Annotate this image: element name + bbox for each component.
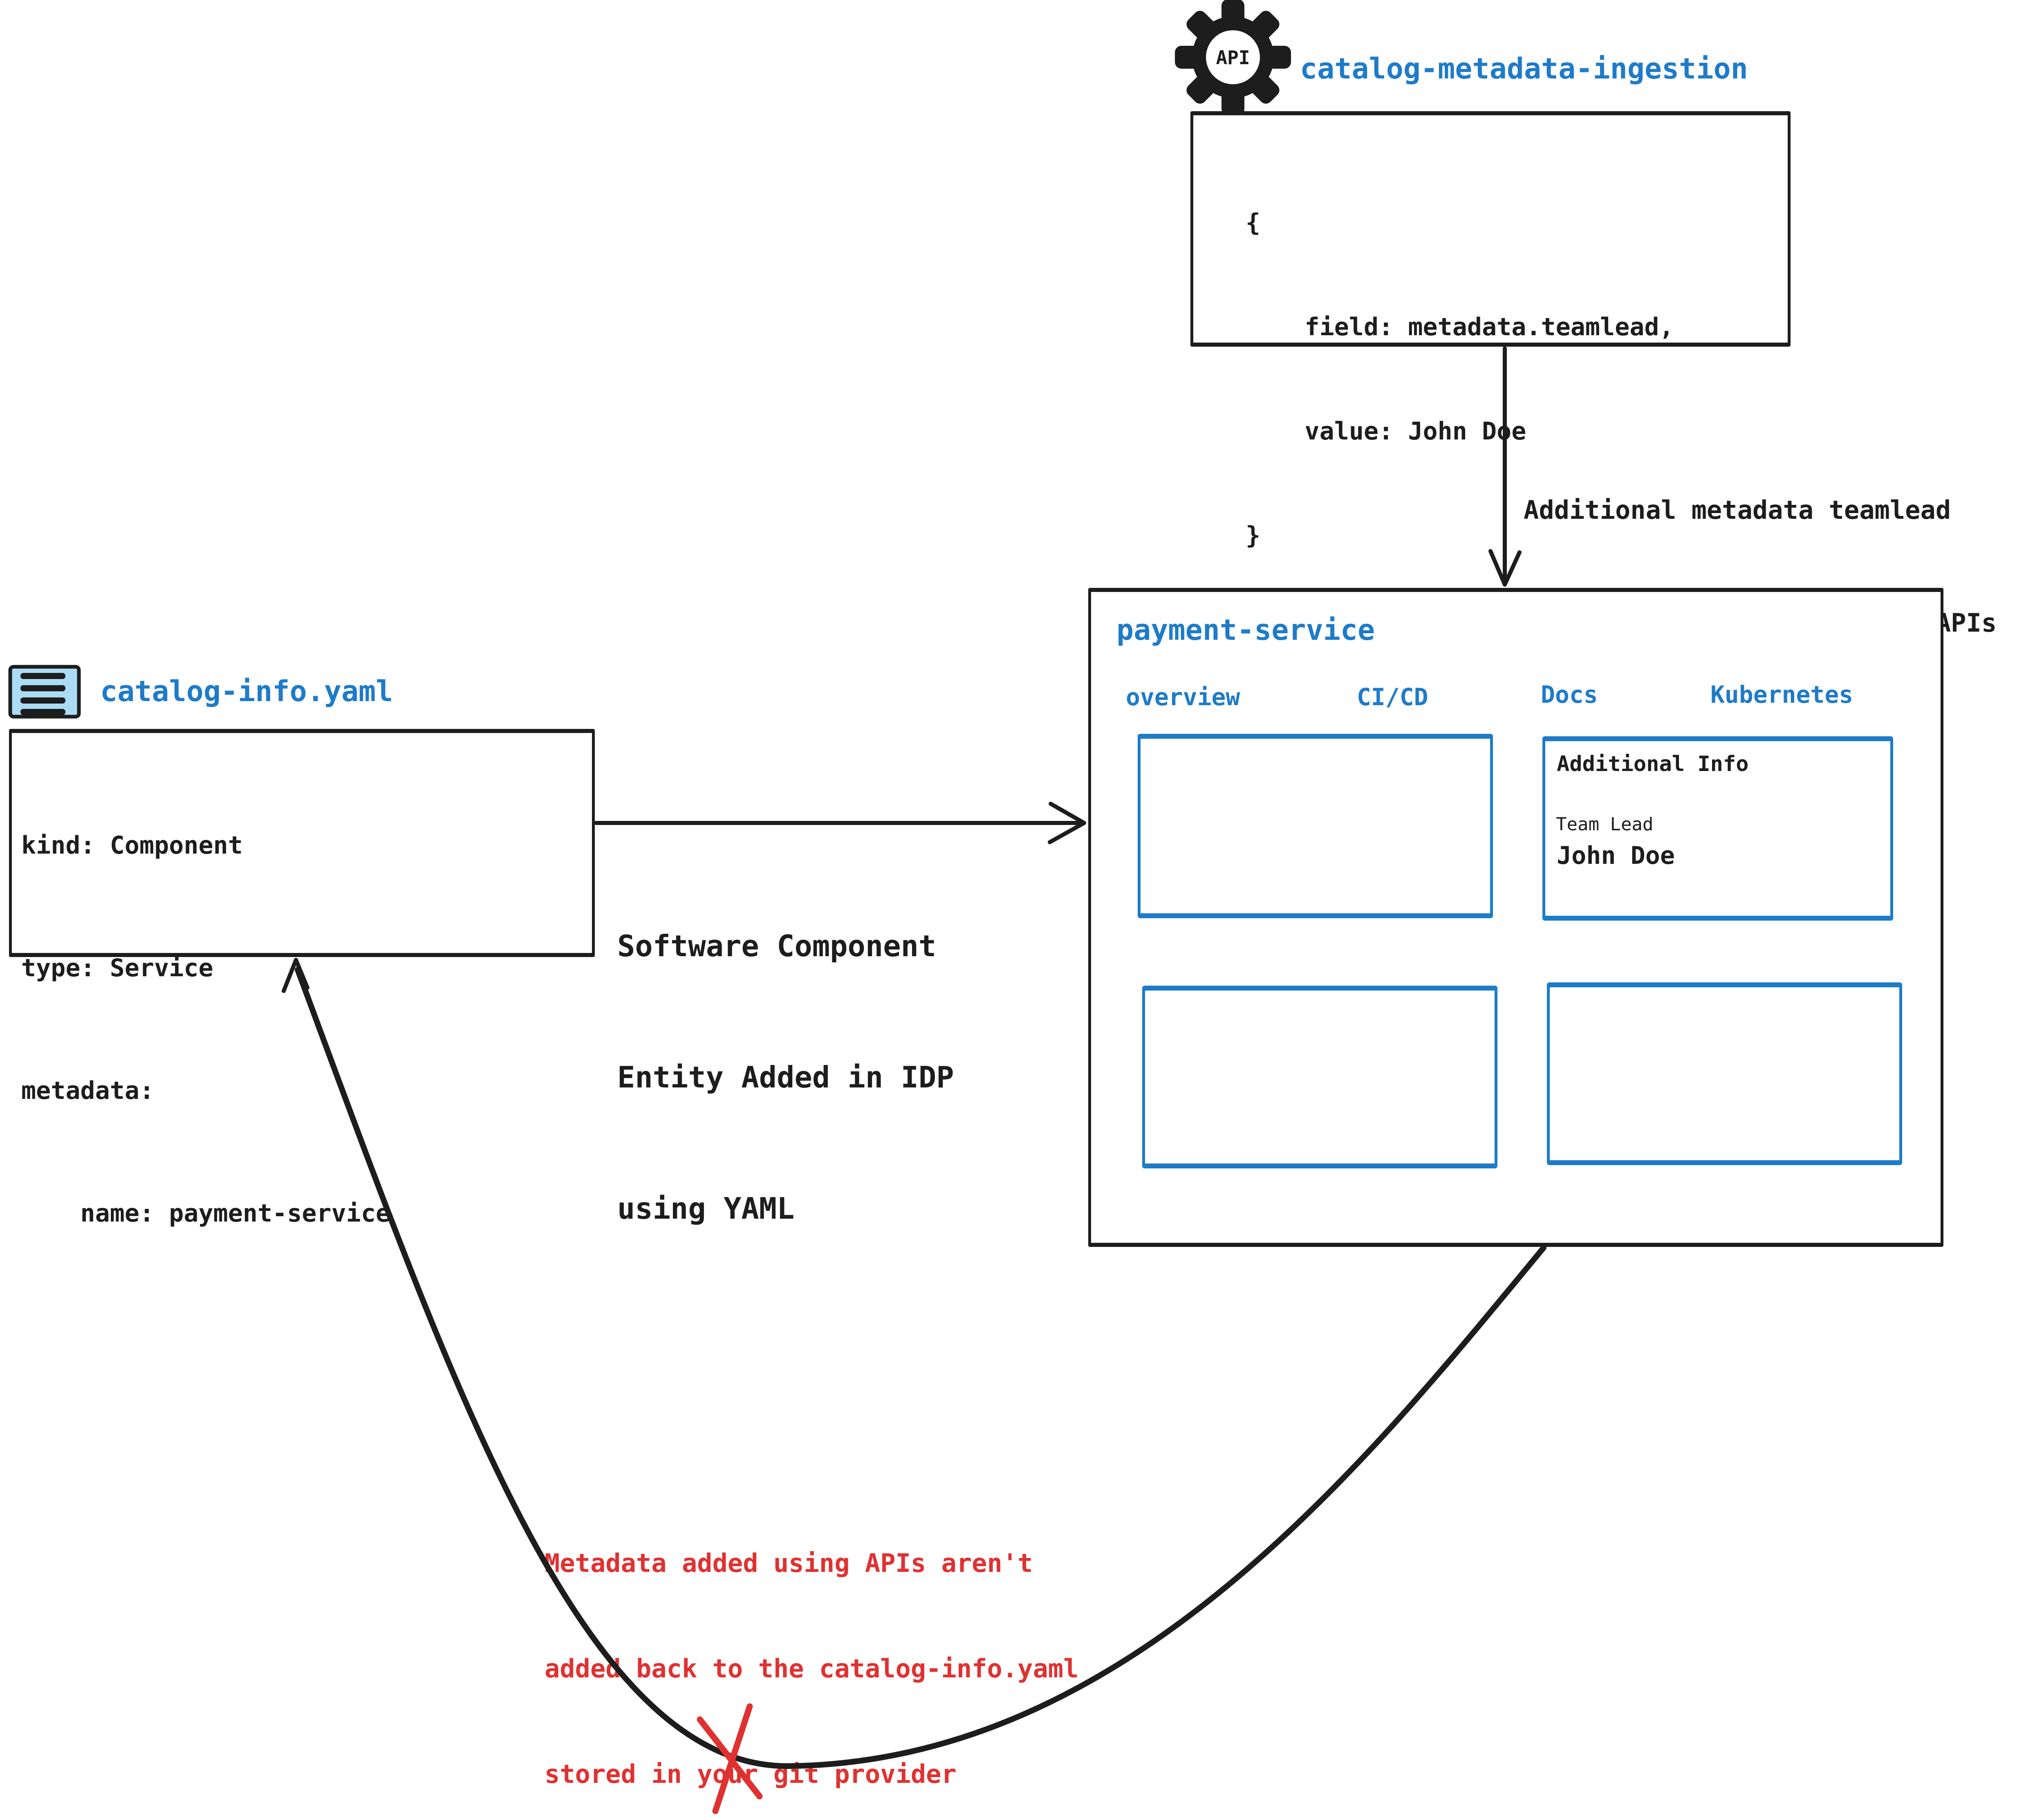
yaml-arrow-label-line: Entity Added in IDP [617,1060,954,1094]
yaml-line: kind: Component [21,831,243,860]
api-payload-box [1190,111,1791,347]
tab-overview[interactable]: overview [1126,683,1240,711]
note-line: Metadata added using APIs aren't [545,1548,1033,1578]
yaml-arrow-label: Software Component Entity Added in IDP u… [617,837,954,1318]
idp-window: payment-service overview CI/CD Docs Kube… [1088,588,1943,1247]
yaml-arrow-label-line: using YAML [617,1191,795,1226]
catalog-file-title: catalog-info.yaml [100,675,393,708]
docs-panel: Additional Info Team Lead John Doe [1542,736,1893,921]
code-line: } [1246,521,1261,550]
docs-panel-heading: Additional Info [1557,752,1749,776]
tab-cicd[interactable]: CI/CD [1357,683,1428,711]
overview-panel [1138,734,1493,918]
tab-kubernetes[interactable]: Kubernetes [1710,681,1853,708]
cicd-panel [1142,986,1497,1168]
catalog-yaml-box [9,729,595,957]
yaml-line: metadata: [21,1076,155,1105]
yaml-line: type: Service [21,954,213,982]
tab-docs[interactable]: Docs [1541,681,1598,708]
idp-title: payment-service [1116,613,1375,647]
catalog-yaml-code: kind: Component type: Service metadata: … [21,743,390,1316]
api-icon-label: API [1216,47,1250,69]
api-gear-icon: API [1175,0,1291,115]
code-line: field: metadata.teamlead, [1246,313,1674,341]
kubernetes-panel [1547,982,1902,1165]
arrow-yaml-to-idp [594,802,1086,844]
yaml-line: name: payment-service [21,1199,391,1228]
yaml-arrow-label-line: Software Component [617,929,937,963]
api-arrow-label-line: Additional metadata teamlead [1524,495,1951,525]
note-line: stored in your git provider [545,1759,957,1789]
api-feedback-note: Metadata added using APIs aren't added b… [545,1475,1078,1818]
yaml-file-icon [8,665,81,719]
api-service-title: catalog-metadata-ingestion [1300,52,1748,85]
team-lead-label: Team Lead [1556,814,1654,835]
team-lead-value: John Doe [1557,841,1675,870]
code-line: { [1246,208,1261,237]
note-line: added back to the catalog-info.yaml [545,1654,1079,1683]
